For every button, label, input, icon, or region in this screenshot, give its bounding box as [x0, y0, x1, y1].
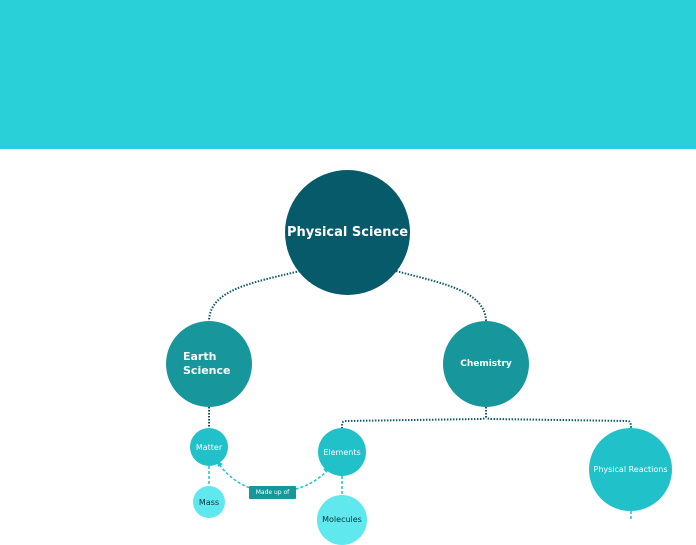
- node-elements-label: Elements: [323, 447, 361, 457]
- node-matter[interactable]: Matter: [190, 428, 228, 466]
- node-mass-label: Mass: [198, 497, 220, 507]
- root-node-label: Physical Science: [286, 225, 409, 240]
- node-chemistry-label: Chemistry: [460, 359, 512, 369]
- earth-science-line2: Science: [183, 364, 231, 377]
- connector-chemistry-elements: [341, 407, 487, 428]
- node-matter-label: Matter: [195, 442, 223, 452]
- node-physical-reactions-label: Physical Reactions: [593, 465, 668, 474]
- header-banner: [0, 0, 696, 149]
- node-elements[interactable]: Elements: [318, 428, 366, 476]
- node-chemistry[interactable]: Chemistry: [443, 321, 529, 407]
- connector-label-text: Made up of: [255, 489, 290, 496]
- connector-lines: [208, 270, 632, 520]
- connector-label-made-up-of[interactable]: Made up of: [249, 486, 296, 499]
- connector-root-chemistry: [395, 270, 487, 322]
- node-molecules[interactable]: Molecules: [317, 495, 367, 545]
- connector-chemistry-reactions: [485, 415, 632, 429]
- root-node-physical-science[interactable]: Physical Science: [285, 170, 410, 295]
- earth-science-line1: Earth: [183, 350, 217, 363]
- node-physical-reactions[interactable]: Physical Reactions: [589, 428, 672, 511]
- node-earth-science[interactable]: Earth Science: [166, 321, 252, 407]
- node-earth-science-label: Earth Science: [183, 350, 231, 378]
- node-mass[interactable]: Mass: [193, 486, 225, 518]
- connector-root-earth: [208, 270, 301, 322]
